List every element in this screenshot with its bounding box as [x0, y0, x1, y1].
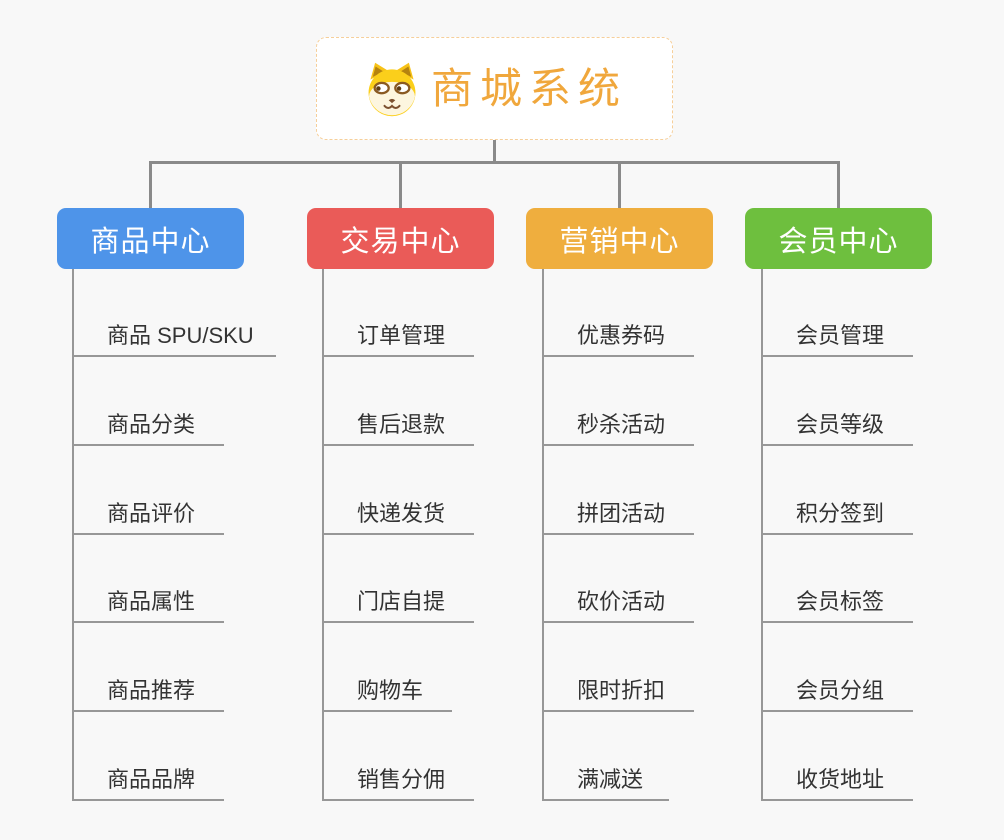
connector-root-trunk — [493, 140, 496, 164]
branch-node-product-center[interactable]: 商品中心 — [57, 208, 244, 269]
child-node-underline — [761, 444, 913, 446]
child-node-label[interactable]: 商品推荐 — [107, 678, 196, 703]
child-node-label[interactable]: 秒杀活动 — [577, 412, 666, 437]
connector-drop-product-center — [149, 161, 152, 208]
child-node-underline — [322, 710, 452, 712]
branch-node-trade-center[interactable]: 交易中心 — [307, 208, 494, 269]
child-node-label[interactable]: 会员等级 — [796, 412, 885, 437]
child-node-label[interactable]: 砍价活动 — [577, 589, 666, 614]
child-node-underline — [322, 799, 474, 801]
connector-drop-marketing-center — [618, 161, 621, 208]
child-node-underline — [542, 621, 694, 623]
child-node-underline — [72, 710, 224, 712]
child-node-label[interactable]: 商品评价 — [107, 501, 196, 526]
child-node-label[interactable]: 订单管理 — [357, 323, 446, 348]
child-node-label[interactable]: 优惠券码 — [577, 323, 666, 348]
child-node-underline — [322, 444, 474, 446]
branch-node-marketing-center[interactable]: 营销中心 — [526, 208, 713, 269]
child-node-label[interactable]: 售后退款 — [357, 412, 446, 437]
connector-child-trunk — [322, 269, 324, 801]
child-node-underline — [542, 710, 694, 712]
children-marketing-center: 优惠券码 秒杀活动 拼团活动 砍价活动 限时折扣 满减送 — [542, 269, 772, 809]
connector-drop-trade-center — [399, 161, 402, 208]
root-title: 商城系统 — [430, 64, 627, 112]
child-node-label[interactable]: 满减送 — [577, 767, 644, 792]
child-node-underline — [542, 355, 694, 357]
connector-child-trunk — [72, 269, 74, 801]
connector-child-trunk — [542, 269, 544, 801]
connector-drop-member-center — [837, 161, 840, 208]
children-trade-center: 订单管理 售后退款 快递发货 门店自提 购物车 销售分佣 — [322, 269, 552, 809]
connector-child-trunk — [761, 269, 763, 801]
child-node-underline — [72, 533, 224, 535]
child-node-underline — [322, 533, 474, 535]
child-node-underline — [72, 799, 224, 801]
child-node-label[interactable]: 拼团活动 — [577, 501, 666, 526]
child-node-label[interactable]: 积分签到 — [796, 501, 885, 526]
child-node-label[interactable]: 门店自提 — [357, 589, 446, 614]
child-node-underline — [761, 533, 913, 535]
child-node-label[interactable]: 会员管理 — [796, 323, 885, 348]
child-node-label[interactable]: 会员标签 — [796, 589, 885, 614]
child-node-underline — [322, 355, 474, 357]
child-node-underline — [761, 799, 913, 801]
child-node-label[interactable]: 购物车 — [357, 678, 424, 703]
child-node-label[interactable]: 商品分类 — [107, 412, 196, 437]
child-node-underline — [72, 621, 224, 623]
child-node-underline — [761, 355, 913, 357]
connector-horizontal-bus — [149, 161, 840, 164]
branch-node-member-center[interactable]: 会员中心 — [745, 208, 932, 269]
root-node[interactable]: 商城系统 — [316, 37, 673, 140]
child-node-label[interactable]: 商品品牌 — [107, 767, 196, 792]
dog-face-icon — [368, 62, 416, 116]
child-node-underline — [761, 621, 913, 623]
child-node-underline — [761, 710, 913, 712]
children-member-center: 会员管理 会员等级 积分签到 会员标签 会员分组 收货地址 — [761, 269, 991, 809]
child-node-underline — [542, 533, 694, 535]
child-node-underline — [322, 621, 474, 623]
child-node-label[interactable]: 限时折扣 — [577, 678, 666, 703]
child-node-label[interactable]: 销售分佣 — [357, 767, 446, 792]
child-node-underline — [542, 799, 669, 801]
children-product-center: 商品 SPU/SKU 商品分类 商品评价 商品属性 商品推荐 商品品牌 — [72, 269, 302, 809]
child-node-label[interactable]: 商品属性 — [107, 589, 196, 614]
child-node-underline — [72, 444, 224, 446]
child-node-label[interactable]: 快递发货 — [357, 501, 446, 526]
child-node-underline — [72, 355, 276, 357]
child-node-label[interactable]: 商品 SPU/SKU — [107, 323, 254, 348]
child-node-underline — [542, 444, 694, 446]
child-node-label[interactable]: 会员分组 — [796, 678, 885, 703]
child-node-label[interactable]: 收货地址 — [796, 767, 885, 792]
